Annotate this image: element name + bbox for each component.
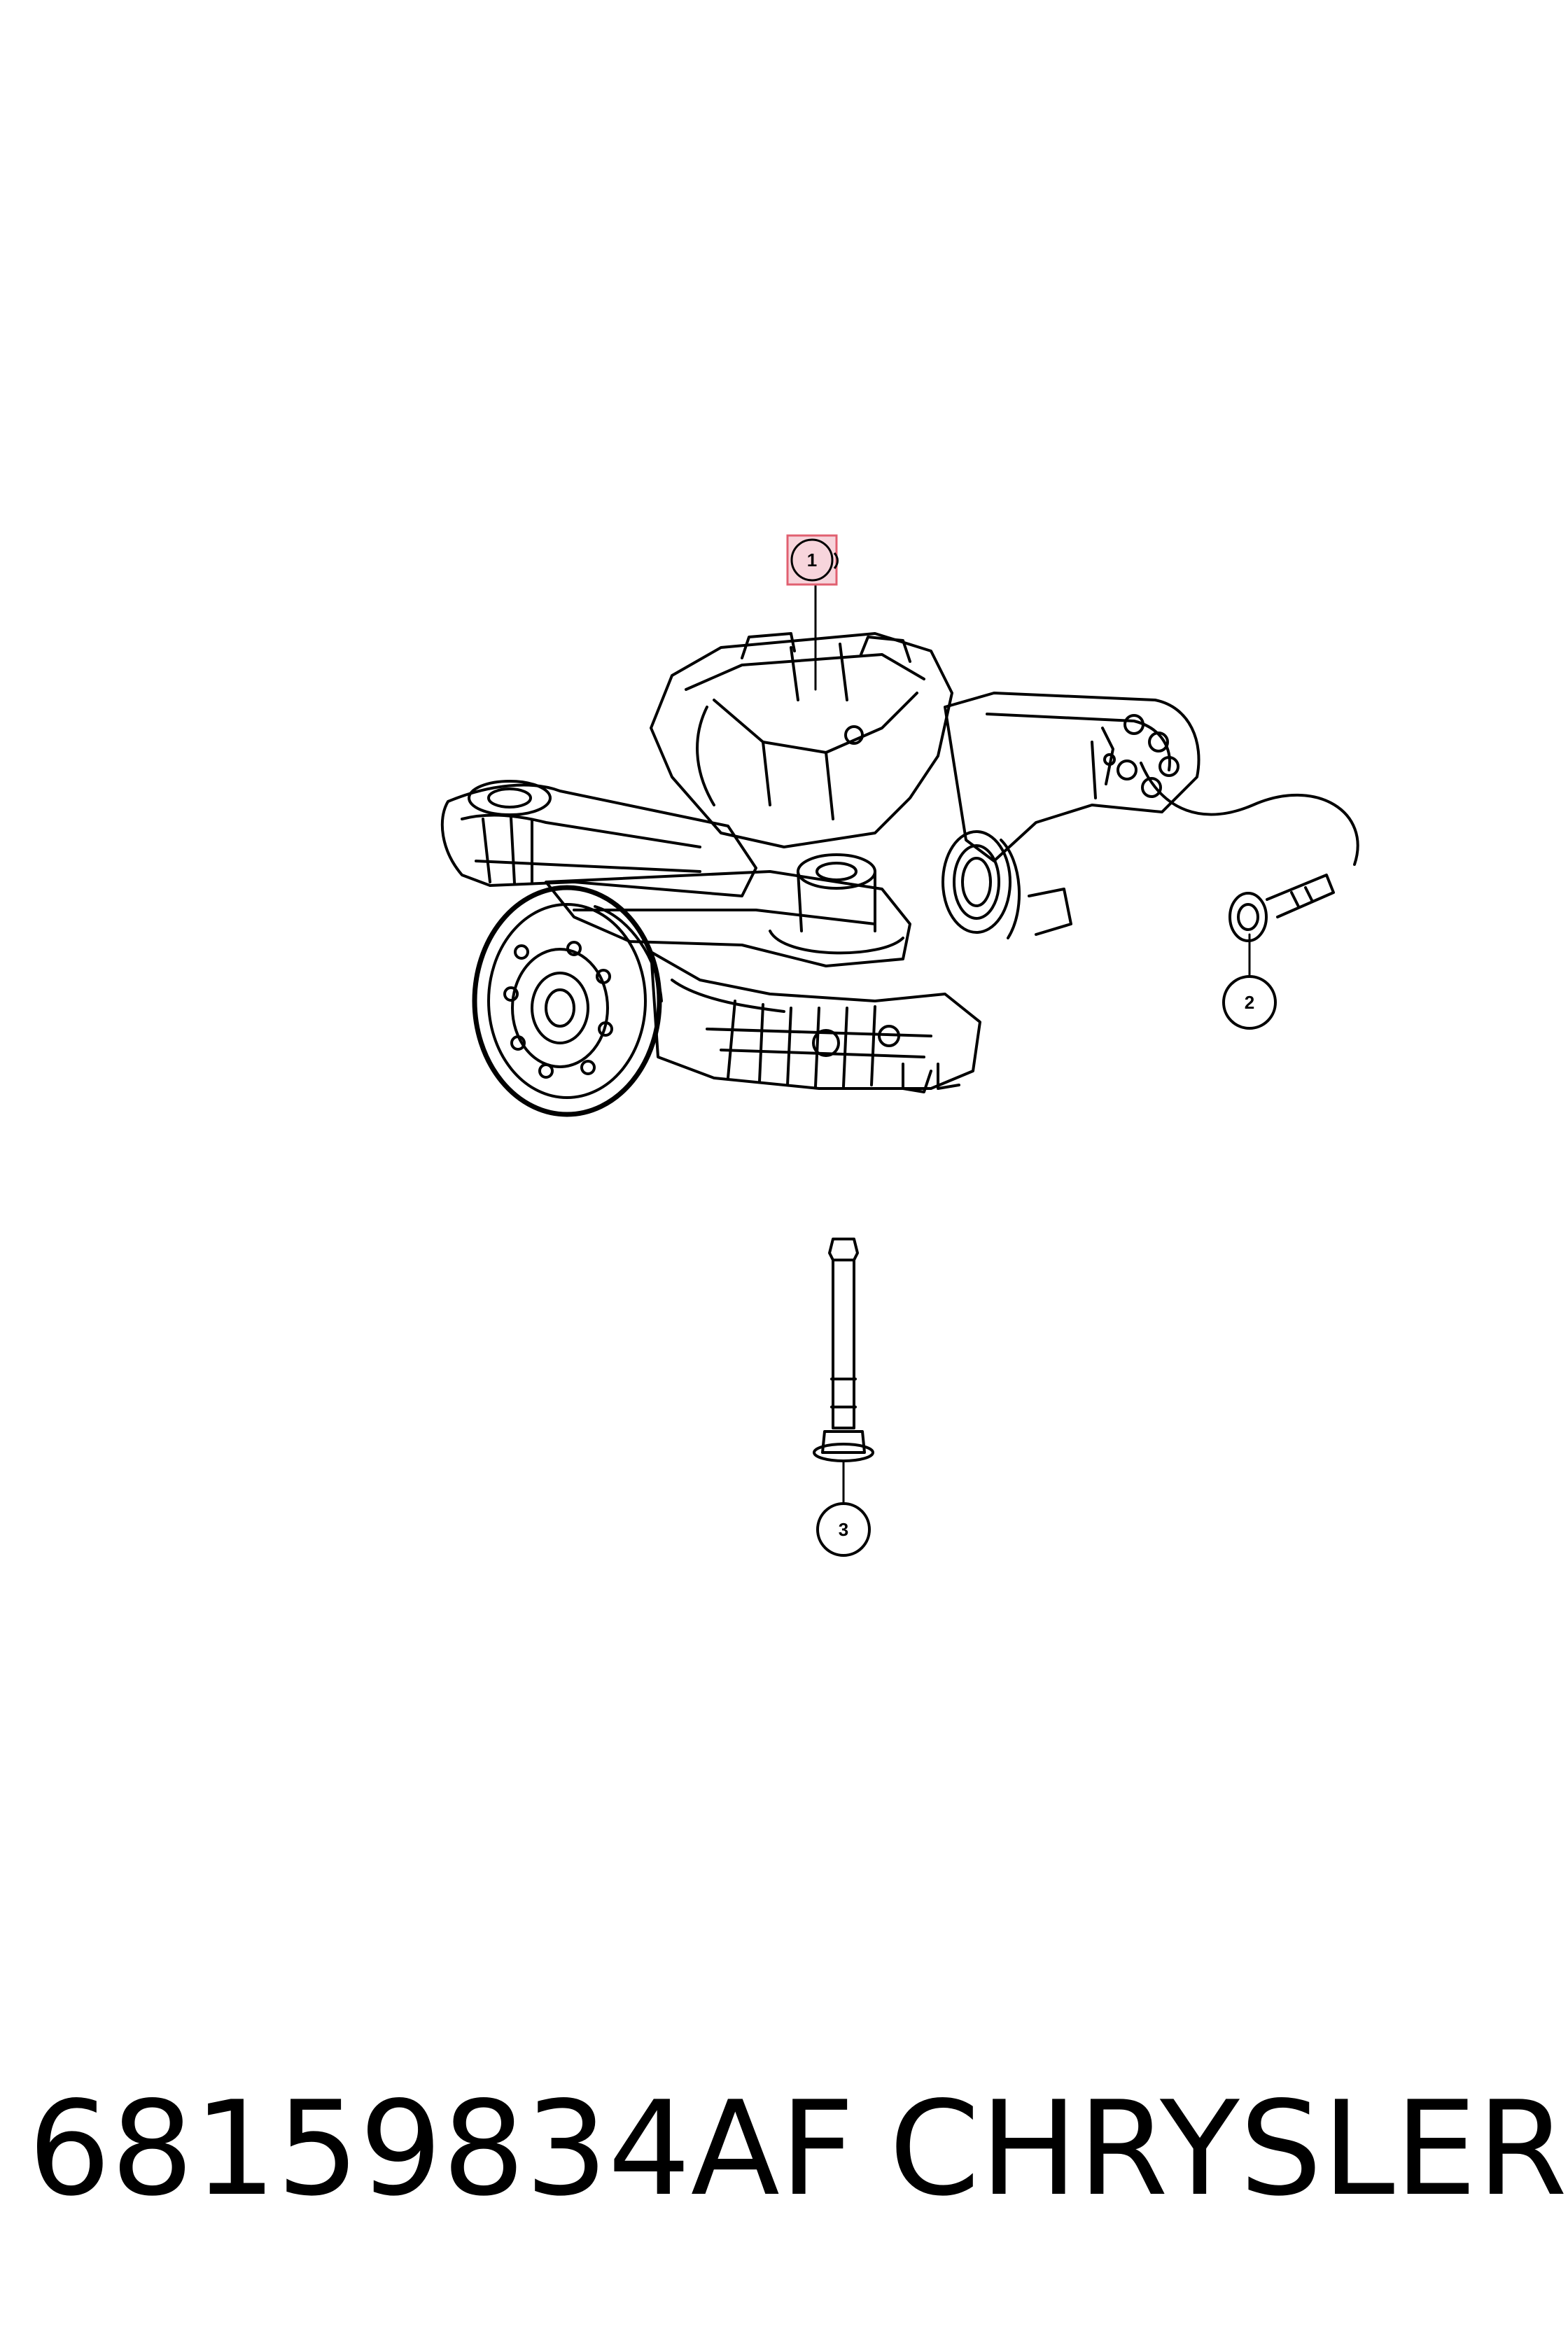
- callout-2[interactable]: 2: [1222, 975, 1277, 1030]
- differential-assembly: [440, 632, 1200, 1117]
- callout-1[interactable]: 1: [786, 534, 839, 586]
- brand-name: CHRYSLER: [889, 2073, 1568, 2225]
- bolt-item-3: [813, 1238, 874, 1462]
- bolt-item-2: [1228, 874, 1335, 942]
- callout-3-label: 3: [839, 1519, 848, 1540]
- wire-harness: [1140, 762, 1359, 866]
- part-number: 68159834AF: [28, 2073, 855, 2225]
- callout-1-label: 1: [807, 550, 817, 570]
- callout-3[interactable]: 3: [816, 1502, 871, 1557]
- callout-2-label: 2: [1245, 992, 1254, 1013]
